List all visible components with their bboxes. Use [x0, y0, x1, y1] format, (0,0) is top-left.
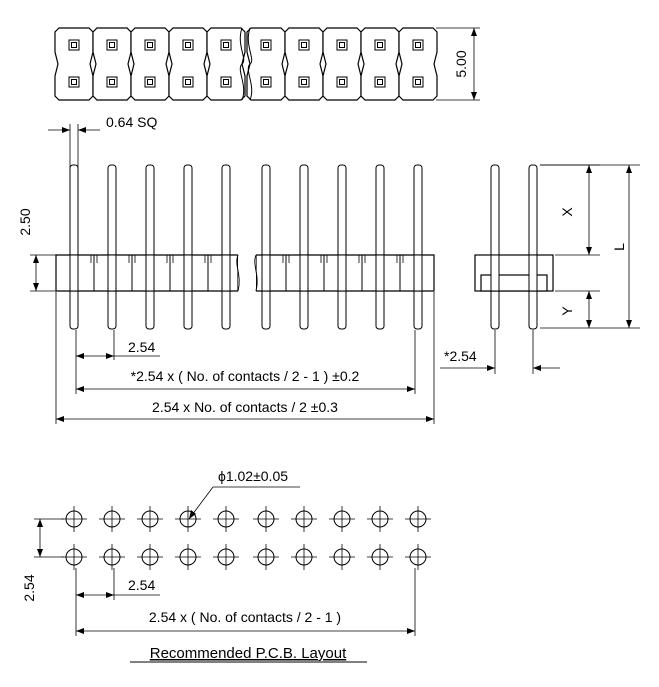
pcb-title: Recommended P.C.B. Layout	[150, 645, 347, 662]
top-pin-square-inner	[301, 79, 307, 85]
hole-diameter-callout: ϕ1.02±0.05	[188, 468, 300, 520]
front-pin-through	[183, 254, 193, 292]
front-pin-through	[337, 254, 347, 292]
top-pin-square-inner	[223, 42, 229, 48]
front-pin-through	[261, 254, 271, 292]
top-pin-square-inner	[223, 79, 229, 85]
pin-square-dimension: 0.64 SQ	[48, 114, 157, 168]
body-height-dimension: 2.50	[17, 208, 56, 292]
pcb-span-label: 2.54 x ( No. of contacts / 2 - 1 )	[149, 609, 341, 625]
break-gap	[238, 250, 256, 296]
pcb-pitch-label: 2.54	[128, 577, 155, 593]
height-dimension: 5.00	[436, 27, 480, 101]
pcb-row-pitch-label: 2.54	[21, 574, 37, 601]
top-cell	[206, 27, 246, 101]
pcb-layout	[61, 506, 431, 570]
front-pin-through	[413, 254, 423, 292]
top-cell	[360, 27, 400, 101]
top-pin-square-inner	[263, 79, 269, 85]
span-label: *2.54 x ( No. of contacts / 2 - 1 ) ±0.2	[131, 368, 360, 384]
pitch-dimension: 2.54	[75, 330, 160, 394]
l-label: L	[611, 243, 627, 251]
height-label: 5.00	[453, 50, 469, 77]
total-length-label: 2.54 x No. of contacts / 2 ±0.3	[152, 399, 338, 415]
front-pin-through	[375, 254, 385, 292]
pitch-label: 2.54	[128, 339, 155, 355]
top-cell	[246, 27, 286, 101]
top-pin-square-inner	[301, 42, 307, 48]
top-cell	[92, 27, 132, 101]
front-pin	[145, 164, 155, 330]
total-length-dimension: 2.54 x No. of contacts / 2 ±0.3	[55, 292, 435, 424]
top-cell	[284, 27, 324, 101]
top-pin-square-inner	[339, 42, 345, 48]
pin-square-label: 0.64 SQ	[106, 114, 157, 130]
front-pin-through	[107, 254, 117, 292]
top-pin-square-inner	[147, 42, 153, 48]
side-pin	[528, 164, 538, 330]
front-pin-through	[221, 254, 231, 292]
body-height-label: 2.50	[17, 208, 33, 235]
top-pin-square-inner	[71, 79, 77, 85]
y-label: Y	[559, 306, 575, 316]
front-pin	[107, 164, 117, 330]
top-pin-square-inner	[263, 42, 269, 48]
break-line	[254, 254, 258, 292]
top-pin-square-inner	[415, 42, 421, 48]
front-pin	[375, 164, 385, 330]
front-pin	[413, 164, 423, 330]
top-pin-square-inner	[185, 42, 191, 48]
top-cell	[54, 27, 94, 101]
top-pin-square-inner	[147, 79, 153, 85]
top-cell	[168, 27, 208, 101]
pcb-span-dimension: 2.54 x ( No. of contacts / 2 - 1 )	[76, 568, 416, 636]
top-pin-square-inner	[377, 42, 383, 48]
break-line	[236, 254, 240, 292]
front-pin-through	[69, 254, 79, 292]
front-pin	[221, 164, 231, 330]
front-pin-through	[145, 254, 155, 292]
front-view	[55, 164, 435, 330]
side-pitch-label: *2.54	[444, 348, 477, 364]
top-pin-square-inner	[109, 42, 115, 48]
top-pin-square-inner	[71, 42, 77, 48]
front-pin	[183, 164, 193, 330]
top-cell	[322, 27, 362, 101]
pcb-pitch-dimension: 2.54	[75, 568, 160, 636]
side-view: X Y L *2.54	[440, 164, 640, 374]
front-pin	[69, 164, 79, 330]
span-dimension: *2.54 x ( No. of contacts / 2 - 1 ) ±0.2	[76, 330, 416, 394]
top-pin-square-inner	[339, 79, 345, 85]
top-pin-square-inner	[377, 79, 383, 85]
side-pin	[490, 164, 500, 330]
front-pin-through	[299, 254, 309, 292]
front-pin	[337, 164, 347, 330]
top-pin-square-inner	[415, 79, 421, 85]
top-view	[54, 27, 438, 101]
hole-diameter-label: ϕ1.02±0.05	[218, 468, 288, 484]
x-label: X	[559, 207, 575, 217]
break-line	[247, 27, 253, 101]
top-cell	[130, 27, 170, 101]
top-pin-square-inner	[109, 79, 115, 85]
break-line	[239, 27, 245, 101]
top-cell	[398, 27, 438, 101]
top-pin-square-inner	[185, 79, 191, 85]
front-pin	[299, 164, 309, 330]
front-pin	[261, 164, 271, 330]
pcb-row-pitch-dimension: 2.54	[21, 518, 64, 602]
